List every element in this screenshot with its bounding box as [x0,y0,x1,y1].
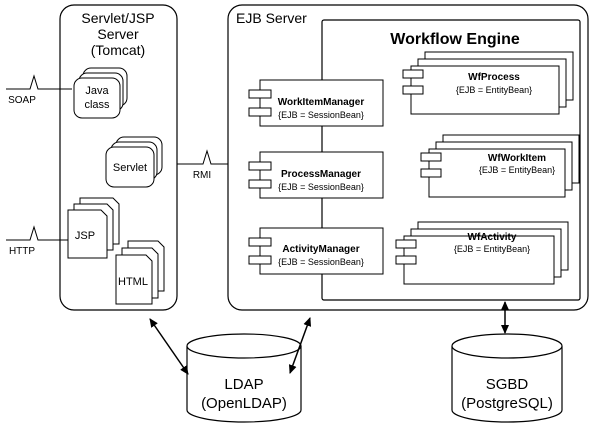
soap-label: SOAP [8,95,36,106]
html-component: HTML [115,240,165,305]
java-class-label-1: Java [85,85,109,97]
session-bean-name: ActivityManager [282,244,359,255]
java-class-component: Java class [73,67,128,119]
entity-bean-name: WfWorkItem [488,153,546,164]
java-class-label-2: class [84,99,110,111]
session-bean-type: {EJB = SessionBean} [278,257,364,267]
arrow-tomcat-ldap [149,318,189,375]
entity-bean-wfprocess: WfProcess {EJB = EntityBean} [402,51,574,115]
session-bean-type: {EJB = SessionBean} [278,110,364,120]
session-bean-workitemmanager: WorkItemManager {EJB = SessionBean} [248,79,384,127]
session-bean-processmanager: ProcessManager {EJB = SessionBean} [248,151,384,199]
session-bean-name: ProcessManager [281,169,361,180]
sgbd-label-2: (PostgreSQL) [461,395,553,412]
session-bean-type: {EJB = SessionBean} [278,182,364,192]
entity-bean-wfworkitem: WfWorkItem {EJB = EntityBean} [420,134,580,198]
ldap-database: LDAP (OpenLDAP) [186,333,302,423]
servlet-component: Servlet [105,136,163,188]
html-label: HTML [118,276,148,288]
entity-bean-type: {EJB = EntityBean} [456,85,532,95]
jsp-label: JSP [75,230,95,242]
rmi-connection: RMI [177,149,228,181]
ldap-label-1: LDAP [224,376,263,393]
session-bean-activitymanager: ActivityManager {EJB = SessionBean} [248,227,384,275]
entity-bean-name: WfProcess [468,72,520,83]
sgbd-label-1: SGBD [486,376,529,393]
arrow-ejb-ldap [288,317,312,374]
ldap-label-2: (OpenLDAP) [201,395,287,412]
entity-bean-wfactivity: WfActivity {EJB = EntityBean} [395,221,569,285]
entity-bean-type: {EJB = EntityBean} [479,165,555,175]
entity-bean-name: WfActivity [468,232,517,243]
session-bean-name: WorkItemManager [278,97,365,108]
soap-connection: SOAP [6,74,72,106]
servlet-server-title-line-1: Servlet/JSP [81,10,154,26]
workflow-engine-title: Workflow Engine [390,31,520,48]
http-label: HTTP [9,246,35,257]
http-connection: HTTP [6,225,68,257]
entity-bean-type: {EJB = EntityBean} [454,244,530,254]
servlet-label: Servlet [113,162,147,174]
servlet-server-title-line-2: Server [97,26,139,42]
jsp-component: JSP [67,197,120,259]
rmi-label: RMI [193,170,211,181]
ejb-server-title: EJB Server [236,10,307,26]
sgbd-database: SGBD (PostgreSQL) [451,333,563,423]
servlet-server-title-line-3: (Tomcat) [91,42,145,58]
